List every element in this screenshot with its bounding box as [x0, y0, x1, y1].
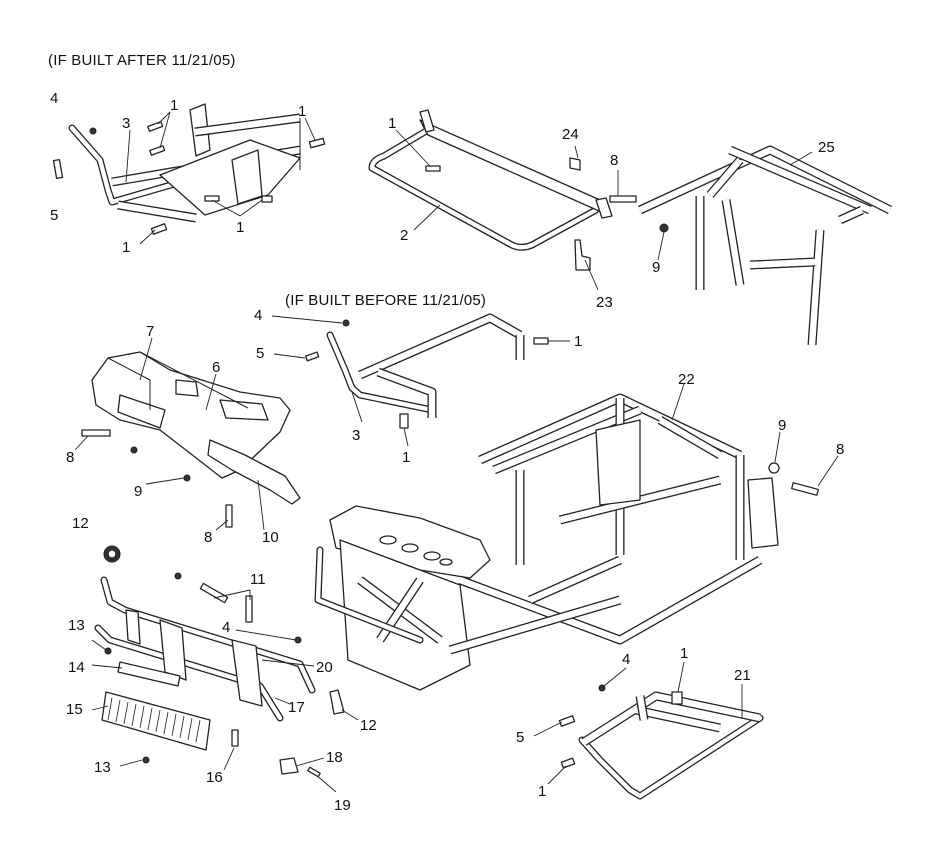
- bolt: [560, 757, 576, 769]
- callout-18: 18: [326, 749, 343, 766]
- callout-24: 24: [562, 126, 579, 143]
- callout-21: 21: [734, 667, 751, 684]
- callout-12: 12: [72, 515, 89, 532]
- bolt: [308, 137, 326, 149]
- rear-seat-support-assembly: [533, 661, 764, 800]
- bolt: [204, 195, 220, 202]
- callout-4: 4: [50, 90, 58, 107]
- callout-8: 8: [204, 529, 212, 546]
- callout-15: 15: [66, 701, 83, 718]
- callout-5: 5: [256, 345, 264, 362]
- callout-6: 6: [212, 359, 220, 376]
- bolt: [399, 413, 409, 429]
- grommet: [103, 545, 121, 563]
- bolt: [791, 482, 819, 496]
- callout-25: 25: [818, 139, 835, 156]
- callout-16: 16: [206, 769, 223, 786]
- callout-13: 13: [68, 617, 85, 634]
- callout-10: 10: [262, 529, 279, 546]
- callout-9: 9: [652, 259, 660, 276]
- bolt: [425, 165, 441, 172]
- callout-1: 1: [122, 239, 130, 256]
- callout-8: 8: [66, 449, 74, 466]
- callout-22: 22: [678, 371, 695, 388]
- callout-20: 20: [316, 659, 333, 676]
- callout-1: 1: [680, 645, 688, 662]
- callout-4: 4: [622, 651, 630, 668]
- bolt: [199, 582, 229, 604]
- callout-2: 2: [400, 227, 408, 244]
- bolt: [52, 158, 64, 180]
- grille-hatch: [107, 697, 201, 743]
- callout-3: 3: [352, 427, 360, 444]
- bolt: [609, 195, 637, 203]
- callout-9: 9: [778, 417, 786, 434]
- callout-5: 5: [50, 207, 58, 224]
- bolt: [558, 715, 576, 727]
- bolt: [305, 351, 320, 362]
- caption-built-after: (IF BUILT AFTER 11/21/05): [48, 52, 236, 69]
- callout-1: 1: [402, 449, 410, 466]
- bolt: [150, 223, 168, 235]
- callout-23: 23: [596, 294, 613, 311]
- callout-9: 9: [134, 483, 142, 500]
- callout-19: 19: [334, 797, 351, 814]
- bolt: [147, 121, 164, 132]
- bolt: [149, 145, 166, 156]
- front-bumper-assembly: [91, 545, 359, 793]
- bolt: [81, 429, 111, 437]
- callout-1: 1: [236, 219, 244, 236]
- seat-support-assembly-after: [52, 103, 326, 245]
- callout-17: 17: [288, 699, 305, 716]
- callout-13: 13: [94, 759, 111, 776]
- callout-4: 4: [222, 619, 230, 636]
- seat-support-assembly-before: [271, 313, 570, 447]
- callout-7: 7: [146, 323, 154, 340]
- seat-frame-assembly: [368, 109, 893, 346]
- bolt: [261, 195, 273, 203]
- bolt: [671, 691, 683, 705]
- callout-12: 12: [360, 717, 377, 734]
- callout-8: 8: [836, 441, 844, 458]
- bolt: [533, 337, 549, 345]
- callout-11: 11: [250, 571, 266, 588]
- callout-1: 1: [388, 115, 396, 132]
- callout-14: 14: [68, 659, 85, 676]
- callout-1: 1: [170, 97, 178, 114]
- callout-1: 1: [298, 103, 306, 120]
- bolt: [245, 595, 253, 623]
- bolt: [231, 729, 239, 747]
- callout-4: 4: [254, 307, 262, 324]
- callout-1: 1: [538, 783, 546, 800]
- front-subframe-assembly: [74, 337, 301, 531]
- callout-5: 5: [516, 729, 524, 746]
- callout-8: 8: [610, 152, 618, 169]
- callout-1: 1: [574, 333, 582, 350]
- callout-3: 3: [122, 115, 130, 132]
- callout-labels: 4 1 3 1 5 1 1 1 2 24 8 9 23 25 4 5 1 3 1…: [50, 90, 844, 814]
- main-frame-assembly: [314, 383, 839, 691]
- caption-built-before: (IF BUILT BEFORE 11/21/05): [285, 292, 487, 309]
- bolt: [225, 504, 233, 528]
- bolt: [307, 766, 321, 778]
